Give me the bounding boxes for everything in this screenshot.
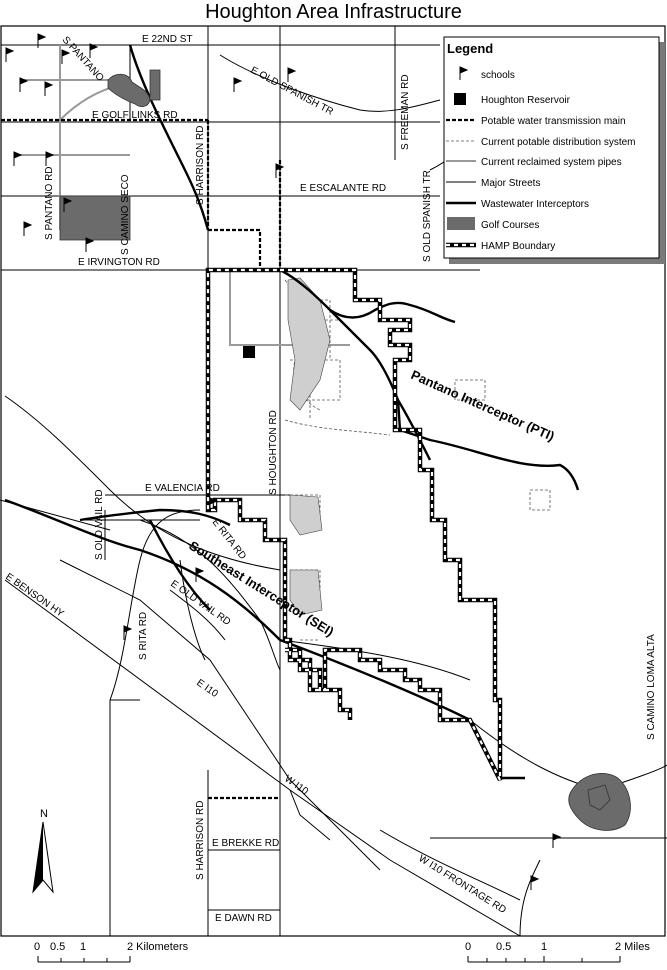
school-flag-icon: [530, 875, 540, 890]
legend-title: Legend: [447, 41, 493, 56]
scale-bar-mi: 0 0.5 1 2 Miles: [465, 941, 650, 963]
label-e-brekke: E BREKKE RD: [212, 838, 279, 849]
label-s-old-vail: S OLD VAIL RD: [94, 489, 105, 560]
scale-km-label: 0.5: [50, 941, 65, 953]
label-e-irvington: E IRVINGTON RD: [78, 257, 160, 268]
school-flag-icon: [23, 221, 33, 236]
scale-bar-km: 0 0.5 1 2 Kilometers: [34, 941, 189, 963]
label-s-houghton: S HOUGHTON RD: [268, 410, 279, 495]
legend-item-label: schools: [481, 70, 515, 81]
developed-areas: [287, 277, 331, 616]
label-e-22nd: E 22ND ST: [142, 34, 193, 45]
label-s-harrison-bottom: S HARRISON RD: [195, 801, 206, 880]
label-s-pantano-rd: S PANTANO RD: [44, 166, 55, 240]
school-flag-icon: [233, 77, 243, 92]
legend-item-label: Potable water transmission main: [481, 116, 626, 127]
label-e-valencia: E VALENCIA RD: [145, 483, 220, 494]
school-flag-icon: [13, 151, 23, 166]
label-s-freeman: S FREEMAN RD: [400, 74, 411, 150]
scale-km-label: 0: [34, 941, 40, 953]
scale-mi-label: 0: [465, 941, 471, 953]
label-s-camino-seco: S CAMINO SECO: [120, 174, 131, 255]
school-flag-icon: [45, 151, 55, 166]
legend-item-label: HAMP Boundary: [481, 241, 555, 252]
legend: Legend schools Houghton Reservoir Potabl…: [443, 36, 665, 264]
legend-item-label: Current reclaimed system pipes: [481, 157, 622, 168]
school-flag-icon: [89, 43, 99, 58]
school-flag-icon: [19, 77, 29, 92]
label-e-dawn: E DAWN RD: [215, 913, 272, 924]
school-flag-icon: [123, 625, 133, 640]
school-flag-icon: [209, 497, 219, 512]
scale-km-label: 1: [80, 941, 86, 953]
schools: [5, 33, 562, 890]
label-s-harrison-top: S HARRISON RD: [195, 126, 206, 205]
legend-item-label: Houghton Reservoir: [481, 95, 571, 106]
legend-item-label: Golf Courses: [481, 220, 539, 231]
legend-gray-fill-icon: [447, 217, 475, 230]
school-flag-icon: [85, 237, 95, 252]
north-arrow-label: N: [40, 808, 48, 820]
scale-km-label: 2 Kilometers: [127, 941, 189, 953]
label-e-escalante: E ESCALANTE RD: [300, 183, 386, 194]
school-flag-icon: [287, 67, 297, 82]
label-s-old-spanish-tr: S OLD SPANISH TR: [422, 170, 433, 262]
golf-courses: [59, 69, 631, 831]
hamp-boundary: [205, 267, 503, 782]
school-flag-icon: [61, 49, 71, 64]
scale-mi-label: 2 Miles: [615, 941, 650, 953]
scale-mi-label: 0.5: [496, 941, 511, 953]
label-s-rita: S RITA RD: [138, 612, 149, 660]
school-flag-icon: [195, 567, 205, 582]
scale-mi-label: 1: [541, 941, 547, 953]
school-flag-icon: [37, 33, 47, 48]
school-flag-icon: [63, 197, 73, 212]
school-flag-icon: [552, 833, 562, 848]
school-flag-icon: [5, 47, 15, 62]
label-e-golf-links: E GOLF LINKS RD: [92, 110, 178, 121]
north-arrow-icon: N: [32, 808, 54, 894]
legend-item-label: Current potable distribution system: [481, 137, 636, 148]
legend-square-icon: [454, 93, 466, 105]
legend-flag-icon: [459, 66, 469, 80]
legend-item-label: Major Streets: [481, 178, 540, 189]
map-title: Houghton Area Infrastructure: [205, 1, 462, 23]
school-flag-icon: [275, 163, 285, 178]
legend-box: [443, 36, 660, 259]
label-s-camino-loma-alta: S CAMINO LOMA ALTA: [646, 634, 657, 740]
school-flag-icon: [44, 81, 54, 96]
legend-item-label: Wastewater Interceptors: [481, 199, 589, 210]
houghton-reservoir: [243, 346, 255, 358]
